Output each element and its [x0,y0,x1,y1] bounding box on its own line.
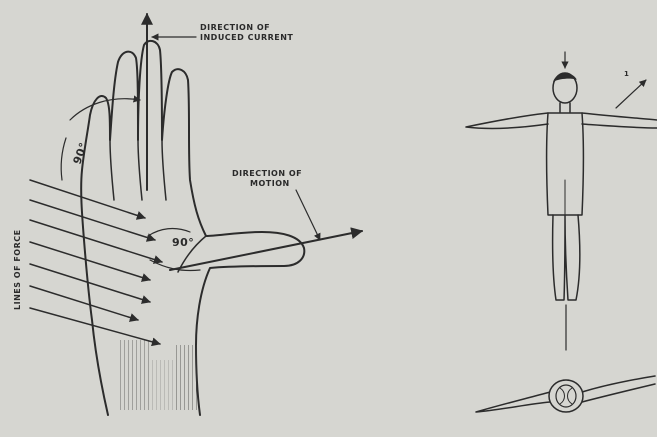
figure-number-label: 1 [624,70,629,78]
angle-label-palm: 90° [172,236,194,249]
label-motion-line2: MOTION [250,179,290,188]
human-figure-diagram: 1 [466,52,657,412]
hand-rule-diagram: DIRECTION OF INDUCED CURRENT DIRECTION O… [13,14,362,415]
lines-of-force [30,180,162,344]
label-motion-line1: DIRECTION OF [232,169,302,178]
figure-arrow [616,80,646,108]
label-lines-of-force: LINES OF FORCE [13,229,22,310]
label-induced-current-line2: INDUCED CURRENT [200,33,293,42]
figure-legs [553,215,580,300]
wrist-shading [120,340,150,410]
figure-arms [466,113,657,128]
label-induced-current-line1: DIRECTION OF [200,23,270,32]
angle-label-top: 90° [71,141,91,166]
motion-direction-arrow [170,231,362,270]
